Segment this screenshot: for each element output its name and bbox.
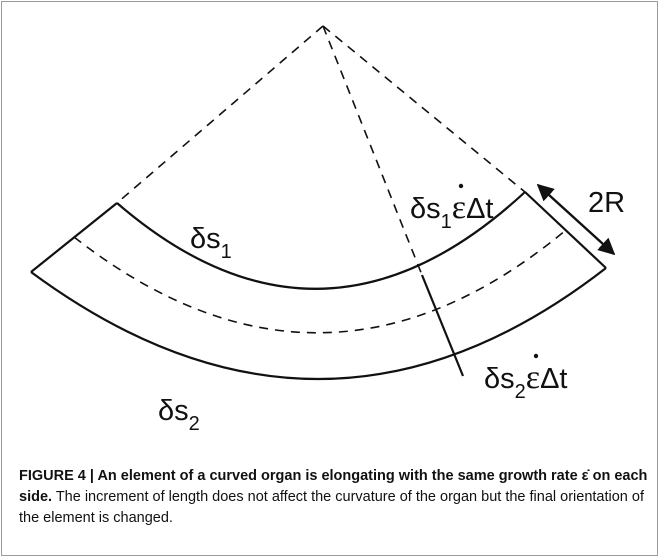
thickness-label: 2R: [588, 187, 625, 219]
caption-bold-tail: on each side.: [19, 468, 648, 505]
right-radius-dashed-line: [322, 25, 526, 193]
outer-arc: [30, 267, 607, 381]
outer-dot-accent: [533, 353, 539, 359]
caption-bold-lead: FIGURE 4 | An element of a curved organ …: [19, 468, 582, 484]
caption-bold-symbol: ε̇: [581, 468, 589, 484]
inner-length-label: δs1: [190, 223, 232, 263]
left-radius-dashed-line: [116, 25, 324, 204]
outer-increment-label: δs2εΔt: [484, 359, 568, 403]
outer-length-label: δs2: [158, 395, 200, 435]
midline-dashed-arc: [73, 229, 567, 334]
figure-caption: FIGURE 4 | An element of a curved organ …: [19, 466, 649, 529]
caption-body: The increment of length does not affect …: [19, 489, 644, 526]
thickness-arrow: [536, 183, 616, 256]
increment-divider: [420, 274, 465, 377]
center-radius-dashed-line: [322, 25, 423, 276]
inner-dot-accent: [458, 183, 464, 189]
inner-arc: [116, 191, 526, 290]
inner-increment-label: δs1εΔt: [410, 189, 494, 233]
